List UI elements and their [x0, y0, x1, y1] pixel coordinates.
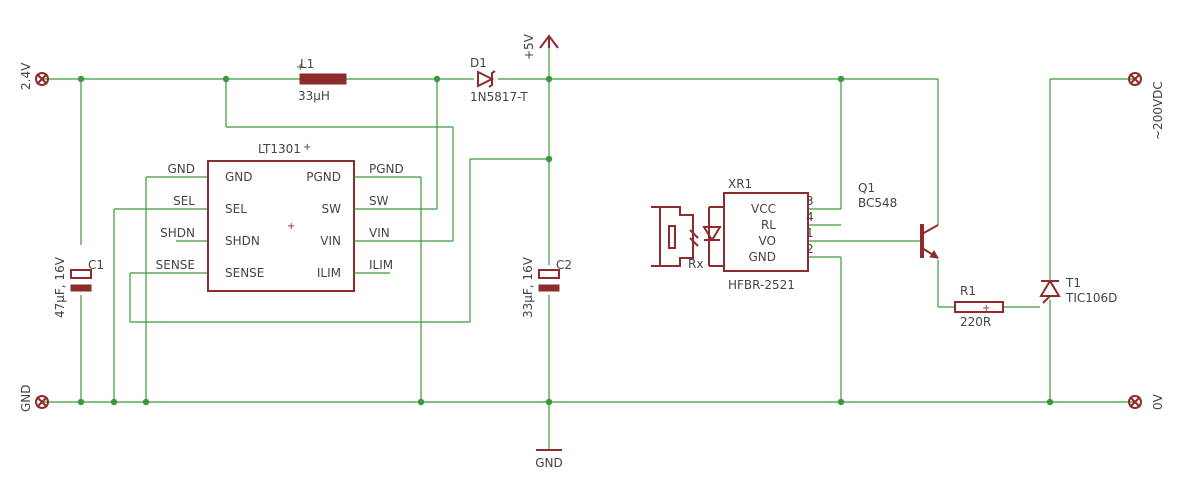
ic-pin-sel: SEL	[225, 202, 247, 216]
c1-name: C1	[88, 258, 104, 272]
ic-net-sense: SENSE	[156, 258, 195, 272]
transistor-q1[interactable]: Q1 BC548	[858, 181, 939, 259]
ic-pin-sense: SENSE	[225, 266, 264, 280]
l1-name: L1	[300, 57, 314, 71]
ic-net-shdn: SHDN	[160, 226, 195, 240]
xr1-name: XR1	[728, 177, 752, 191]
xr1-pinnum-3: 3	[806, 194, 814, 208]
q1-value: BC548	[858, 196, 897, 210]
t1-value: TIC106D	[1065, 291, 1117, 305]
xr1-pinnum-4: 4	[806, 210, 814, 224]
r1-name: R1	[960, 284, 976, 298]
inductor-l1[interactable]: L1 33µH +	[296, 57, 347, 103]
xr1-pin-vcc: VCC	[751, 202, 776, 216]
terminal-in-gnd[interactable]: GND	[19, 384, 49, 412]
l1-value: 33µH	[298, 89, 330, 103]
xr1-pinnum-1: 1	[806, 226, 814, 240]
d1-name: D1	[470, 56, 487, 70]
junctions	[77, 75, 1054, 406]
ic-net-vin: VIN	[369, 226, 390, 240]
supply-gnd-label: GND	[535, 456, 563, 470]
svg-text:+: +	[303, 142, 311, 153]
xr1-pin-vo: VO	[759, 234, 776, 248]
terminal-in-gnd-label: GND	[19, 384, 33, 412]
ic-lt1301[interactable]: LT1301 + + GND SEL SHDN SENSE PGND SW VI…	[156, 142, 404, 292]
xr1-rx: Rx	[688, 257, 703, 271]
svg-text:+: +	[982, 303, 990, 314]
terminal-in-pos-label: 2.4V	[19, 62, 33, 90]
ic-pin-shdn: SHDN	[225, 234, 260, 248]
ic-net-gnd: GND	[167, 162, 195, 176]
xr1-pin-rl: RL	[761, 218, 776, 232]
terminal-out-0v-label: 0V	[1151, 393, 1165, 410]
terminal-out-hv-label: ~200VDC	[1151, 81, 1165, 140]
c2-name: C2	[556, 258, 572, 272]
terminal-in-pos[interactable]: 2.4V	[19, 62, 49, 90]
r1-value: 220R	[960, 315, 991, 329]
ic-net-ilim: ILIM	[369, 258, 393, 272]
terminal-out-hv[interactable]: ~200VDC	[1128, 72, 1165, 140]
q1-name: Q1	[858, 181, 875, 195]
ic-net-pgnd: PGND	[369, 162, 404, 176]
resistor-r1[interactable]: + R1 220R	[954, 284, 1004, 329]
ic-pin-gnd: GND	[225, 170, 253, 184]
diode-d1[interactable]: D1 1N5817-T	[470, 56, 528, 104]
t1-name: T1	[1065, 276, 1081, 290]
ic-lt1301-name: LT1301	[258, 142, 301, 156]
xr1-value: HFBR-2521	[728, 278, 795, 292]
d1-value: 1N5817-T	[470, 90, 528, 104]
ic-pin-ilim: ILIM	[317, 266, 341, 280]
ic-net-sel: SEL	[173, 194, 195, 208]
ic-pin-vin: VIN	[320, 234, 341, 248]
c1-value: 47µF, 16V	[53, 256, 67, 318]
xr1-pinnum-2: 2	[806, 242, 814, 256]
terminal-out-0v[interactable]: 0V	[1128, 393, 1165, 410]
receiver-xr1[interactable]: Rx XR1 HFBR-2521 VCC RL VO GND 3 4 1 2	[651, 177, 814, 292]
capacitor-c1[interactable]: C1 47µF, 16V	[53, 256, 104, 318]
ic-net-sw: SW	[369, 194, 389, 208]
wires	[42, 42, 1135, 450]
supply-gnd: GND	[535, 449, 563, 470]
capacitor-c2[interactable]: C2 33µF, 16V	[521, 256, 572, 318]
thyristor-t1[interactable]: T1 TIC106D	[1039, 276, 1117, 305]
supply-plus5v-label: +5V	[522, 33, 536, 60]
xr1-pin-gnd: GND	[748, 250, 776, 264]
ic-pin-sw: SW	[322, 202, 342, 216]
svg-text:+: +	[296, 62, 304, 73]
ic-pin-pgnd: PGND	[306, 170, 341, 184]
supply-plus5v: +5V	[522, 33, 559, 60]
svg-text:+: +	[287, 221, 295, 232]
c2-value: 33µF, 16V	[521, 256, 535, 318]
